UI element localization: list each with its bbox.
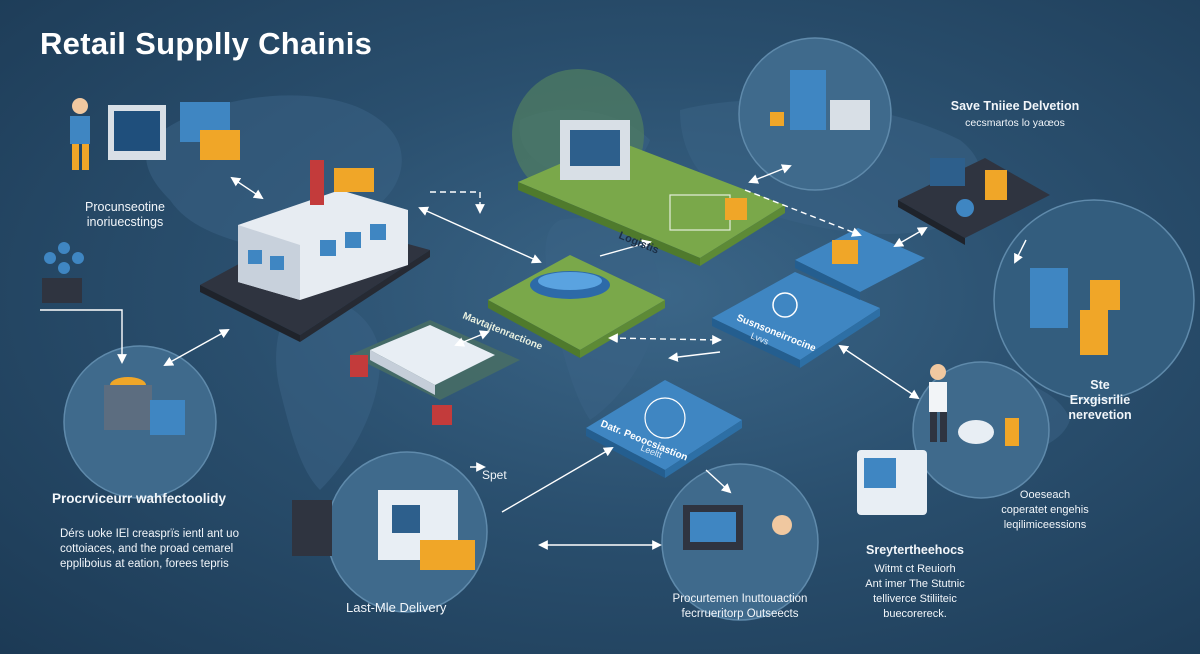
- connector-arrows: [40, 164, 1027, 550]
- systems-title: Sreytertheehocs: [866, 543, 964, 557]
- systems-description: Witmt ct Reuiorh Ant imer The Stutnic te…: [865, 563, 965, 620]
- last-mile-building-icon: [292, 490, 475, 570]
- store-description: Ooeseach coperatet engehis leqilimiceess…: [1001, 489, 1089, 531]
- manufacturing-coins-icon: [104, 377, 185, 435]
- store-title: Ste Erxgisrilie nerevetion: [1068, 378, 1132, 422]
- save-time-dark-platform: [898, 158, 1050, 245]
- logistics-green-platform: [518, 120, 785, 266]
- retail-blue-platform: [795, 228, 925, 300]
- terminal-icon: [857, 450, 927, 515]
- manufacturing-title: Procrviceurr wahfectoolidy: [52, 491, 227, 506]
- procurement-label: Procunseotine inoriuecstings: [85, 200, 165, 229]
- spet-label: Spet: [482, 468, 507, 482]
- page-title: Retail Supplly Chainis: [40, 26, 373, 61]
- save-time-subtitle: cecsmartos lo yaœos: [965, 117, 1065, 129]
- procurement-laptop-icon: [683, 505, 792, 550]
- store-shelves-icon: [1030, 268, 1120, 355]
- factory-platform: [200, 160, 430, 342]
- warehouse-green-platform: [488, 255, 665, 358]
- procurement-center-label: Procurtemen Inuttouaction fecrrueritorp …: [672, 593, 808, 620]
- data-blue-platform: [586, 380, 742, 478]
- last-mile-label: Last-Mle Delivery: [346, 600, 447, 615]
- distribution-blue-platform: [712, 272, 880, 368]
- warehouse-dock-platform: [350, 320, 520, 425]
- customer-person-icon: [929, 364, 1019, 446]
- manufacturing-description: Dérs uoke IEl creasprïs ientl ant uo cot…: [60, 528, 239, 570]
- procurement-worker-icon: [70, 98, 240, 170]
- network-nodes-icon: [42, 242, 84, 303]
- save-time-title: Save Tniiee Delvetion: [950, 99, 1080, 113]
- server-rack-icon: [770, 70, 870, 130]
